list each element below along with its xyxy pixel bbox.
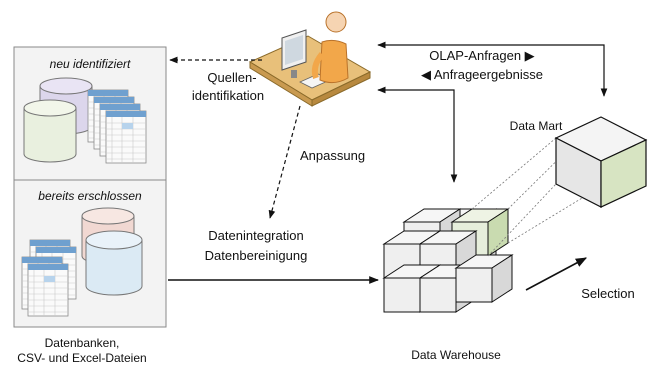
data-mart-label: Data Mart [510, 119, 563, 133]
query-result-arrow [377, 86, 458, 183]
selection-label: Selection [581, 286, 634, 301]
data-mart-cube [554, 116, 648, 208]
spreadsheet-icon [21, 239, 77, 317]
integration-line2: Datenbereinigung [205, 248, 308, 263]
cylinder-icon [85, 230, 143, 296]
selection-arrow [525, 257, 587, 291]
query-results-label: ◀ Anfrageergebnisse [421, 67, 543, 82]
known-sources-heading: bereits erschlossen [38, 189, 142, 203]
cube-icon [455, 254, 513, 303]
data-warehouse-label: Data Warehouse [411, 348, 501, 362]
olap-query-arrow [377, 41, 608, 97]
adjustment-label: Anpassung [300, 148, 365, 163]
olap-queries-label: OLAP-Anfragen ▶ [429, 48, 534, 63]
sources-caption-line1: Datenbanken, [45, 336, 120, 350]
sources-panel: neu identifiziert bereits erschlossen [13, 46, 167, 328]
data-warehouse-cube [383, 208, 513, 313]
cylinder-icon [23, 99, 77, 163]
user-at-computer-icon [248, 11, 372, 107]
source-identification-line1: Quellen- [207, 70, 256, 85]
sources-caption-line2: CSV- und Excel-Dateien [17, 351, 146, 365]
integration-line1: Datenintegration [208, 228, 303, 243]
source-identification-line2: identifikation [192, 88, 264, 103]
adjustment-arrow [268, 105, 301, 219]
new-sources-heading: neu identifiziert [50, 57, 131, 71]
